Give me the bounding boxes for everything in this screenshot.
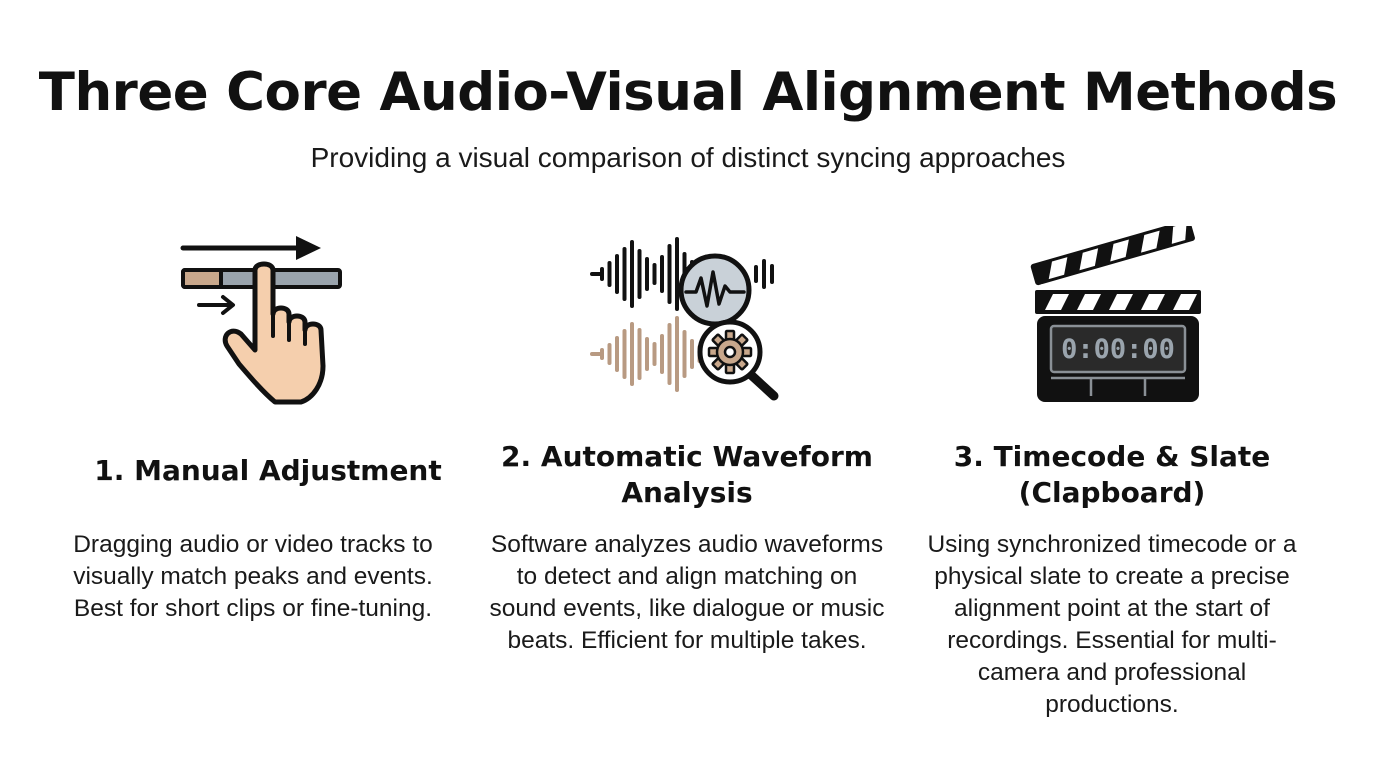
hand-drag-timeline-icon bbox=[180, 236, 342, 405]
method-heading: 3. Timecode & Slate (Clapboard) bbox=[953, 440, 1271, 509]
method-automatic-waveform: 2. Automatic Waveform Analysis Software … bbox=[487, 0, 887, 768]
method-heading: 2. Automatic Waveform Analysis bbox=[501, 440, 873, 509]
page-subtitle: Providing a visual comparison of distinc… bbox=[310, 142, 1066, 173]
method-description: Using synchronized timecode or a physica… bbox=[927, 531, 1297, 718]
waveform-magnifier-icon bbox=[590, 237, 779, 401]
timecode-display: 0:00:00 bbox=[1061, 334, 1175, 365]
method-description: Dragging audio or video tracks to visual… bbox=[73, 531, 433, 622]
gear-icon bbox=[707, 329, 753, 375]
method-heading: 1. Manual Adjustment bbox=[94, 454, 442, 487]
clapperboard-icon: 0:00:00 bbox=[1030, 226, 1201, 402]
method-manual-adjustment: 1. Manual Adjustment Dragging audio or v… bbox=[68, 0, 468, 768]
page-title: Three Core Audio-Visual Alignment Method… bbox=[38, 62, 1338, 123]
method-timecode-slate: 0:00:00 3. Timecode & Slate (Clapboard) … bbox=[912, 0, 1312, 768]
waveform-bottom bbox=[590, 316, 709, 392]
method-description: Software analyzes audio waveforms to det… bbox=[489, 531, 885, 654]
